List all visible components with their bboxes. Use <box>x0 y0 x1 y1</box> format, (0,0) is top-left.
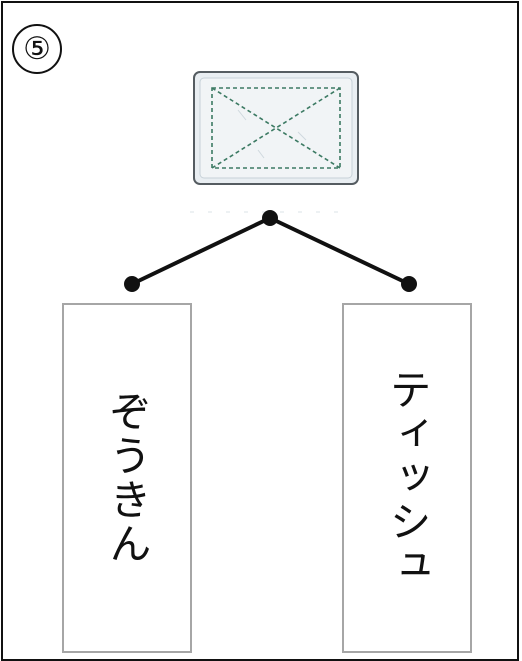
choice-label-zoukin: ぞうきん <box>103 390 152 566</box>
connector-line-right <box>268 216 411 286</box>
connector-dot-right[interactable] <box>401 276 417 292</box>
choice-box-tissue[interactable]: ティッシュ <box>342 303 472 653</box>
cloth-illustration <box>178 39 368 220</box>
connector-dot-left[interactable] <box>124 276 140 292</box>
connector-line-left <box>130 216 272 286</box>
connector-dot-top[interactable] <box>262 210 278 226</box>
question-number: ⑤ <box>12 24 62 74</box>
choice-box-zoukin[interactable]: ぞうきん <box>62 303 192 653</box>
folded-cloth-icon <box>188 39 359 213</box>
choice-label-tissue: ティッシュ <box>383 368 432 588</box>
